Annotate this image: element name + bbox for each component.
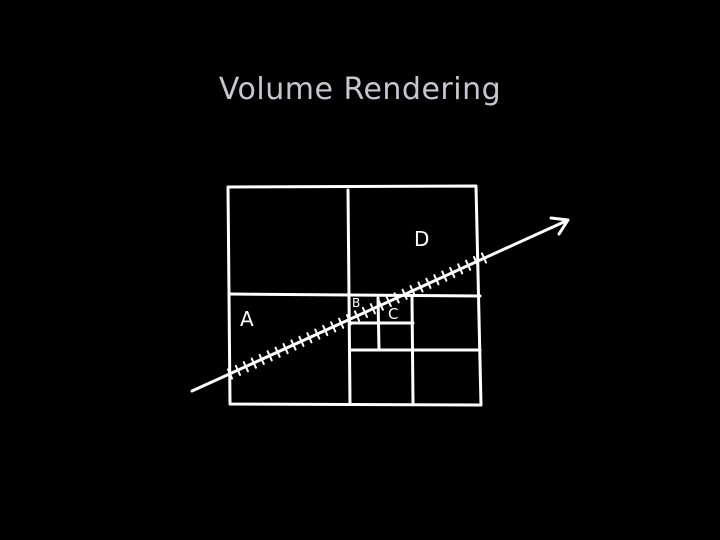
ray-sample-tick <box>441 270 448 282</box>
ray-sample-tick <box>274 346 281 358</box>
ray-sample-tick <box>449 266 456 279</box>
ray-sample-tick <box>401 288 408 300</box>
ray-sample-tick <box>306 332 313 344</box>
label-c: C <box>388 305 398 323</box>
ray-arrowhead <box>549 216 570 236</box>
ray-sample-tick <box>377 299 384 311</box>
ray-sample-tick <box>290 339 297 351</box>
slide-title: Volume Rendering <box>218 72 502 107</box>
ray-sample-tick <box>282 343 289 355</box>
ray-sample-tick <box>472 256 480 268</box>
ray-sample-tick <box>345 314 353 326</box>
ray-sample-tick <box>465 259 472 271</box>
label-a: A <box>240 307 254 331</box>
ray-sample-tick <box>266 350 273 362</box>
ray-sample-tick <box>258 353 265 366</box>
horizontal-divider-main <box>227 292 482 298</box>
ray-sample-tick <box>242 361 249 373</box>
ray-sample-tick <box>298 335 305 347</box>
ray-sample-tick <box>322 324 329 337</box>
ray-sample-tick <box>409 285 416 297</box>
outer-box <box>226 184 483 407</box>
ray-sample-tick <box>353 310 361 322</box>
ray-line <box>190 219 568 393</box>
ray-sample-tick <box>425 277 432 289</box>
label-b: B <box>352 296 360 310</box>
ray-sample-tick <box>369 303 376 315</box>
ray-sample-tick <box>330 321 337 333</box>
ray-sample-tick <box>250 357 257 369</box>
ray-sample-tick <box>433 274 440 286</box>
ray-sample-ticks <box>226 252 488 380</box>
ray-sample-tick <box>457 263 464 275</box>
ray-sample-tick <box>480 252 488 264</box>
ray-sample-tick <box>226 368 234 380</box>
ray-sample-tick <box>338 317 345 329</box>
ray-sample-tick <box>417 281 424 293</box>
label-d: D <box>414 227 429 251</box>
ray-sample-tick <box>314 328 321 340</box>
ray-sample-tick <box>361 306 369 318</box>
ray-sample-tick <box>393 292 400 304</box>
vertical-divider-main <box>346 188 352 406</box>
ray-sample-tick <box>385 295 392 308</box>
ray-sample-tick <box>234 364 242 376</box>
